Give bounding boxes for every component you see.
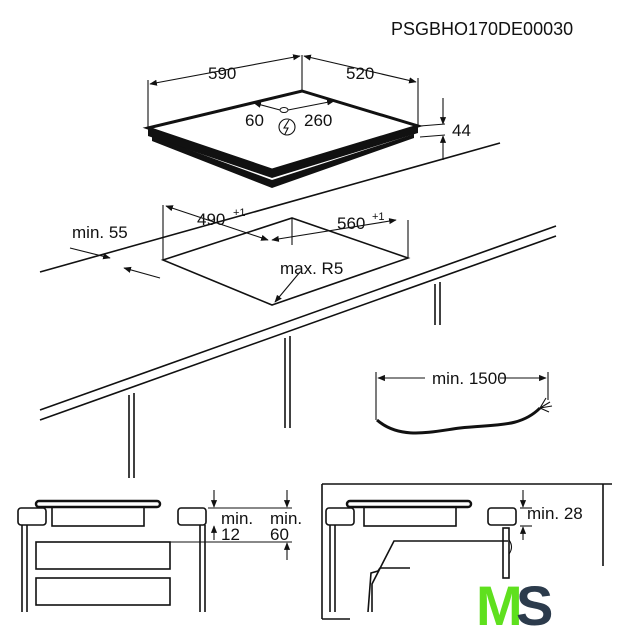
model-code: PSGBHO170DE00030	[391, 19, 573, 39]
gap-value-1: 12	[221, 525, 240, 544]
cutout-corner-radius: max. R5	[280, 259, 343, 278]
cutout-width-tolerance: +1	[233, 207, 246, 219]
cutout-outline	[69, 205, 411, 306]
cutout-width: 490	[197, 210, 225, 229]
hob-depth: 520	[346, 64, 374, 83]
oven-gap: min. 28	[527, 504, 583, 523]
logo-letter-m: M	[476, 574, 519, 637]
connection-offset-left: 60	[245, 111, 264, 130]
gap-label-2: min.	[270, 509, 302, 528]
logo-letter-s: S	[516, 574, 553, 637]
cable-drawing	[375, 372, 553, 435]
cutout-front-distance: min. 55	[72, 223, 128, 242]
cutout-depth-tolerance: +1	[372, 211, 385, 223]
section-oven-drawing	[321, 483, 612, 620]
lightning-in-circle-icon	[278, 118, 296, 136]
section-drawers-drawing	[17, 490, 292, 612]
cabinet-legs	[128, 282, 441, 478]
hob-height: 44	[452, 121, 471, 140]
cutout-depth: 560	[337, 214, 365, 233]
hob-drawing	[142, 54, 447, 188]
gap-value-2: 60	[270, 525, 289, 544]
hob-width: 590	[208, 64, 236, 83]
countertop	[39, 142, 557, 478]
cable-length: min. 1500	[432, 369, 507, 388]
connection-offset-back: 260	[304, 111, 332, 130]
ms-logo: M S	[476, 574, 553, 637]
gap-label-1: min.	[221, 509, 253, 528]
